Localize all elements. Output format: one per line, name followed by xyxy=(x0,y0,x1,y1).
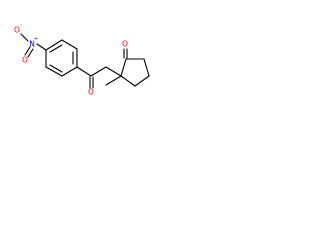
molecule-structure-diagram: O - N + O O O xyxy=(14,22,150,97)
bond-ring-1 xyxy=(45,39,63,51)
bond-carbonyl-ch2 xyxy=(90,66,107,77)
bond-ring-5 xyxy=(45,66,63,77)
bond-cp-5 xyxy=(120,75,136,87)
bond-ring-4 xyxy=(61,66,78,77)
atom-o-nitro-double: O xyxy=(22,56,28,65)
bond-n-o-double-b xyxy=(27,48,34,58)
atom-o-ring-ketone: O xyxy=(122,40,128,49)
bond-ring-2 xyxy=(61,39,78,50)
atom-n-nitro: N xyxy=(29,40,35,49)
bond-n-o-double-a xyxy=(24,46,31,56)
atom-o-nitro-minus: O xyxy=(14,26,20,35)
bond-n-ring xyxy=(36,43,47,51)
bond-ring-carbonyl xyxy=(76,66,92,77)
bond-cp-3 xyxy=(143,58,150,77)
charge-plus: + xyxy=(34,36,38,42)
charge-minus: - xyxy=(20,22,22,28)
bond-methyl xyxy=(105,75,122,86)
bond-ch2-quaternary xyxy=(105,66,122,77)
bond-n-o-minus xyxy=(20,33,29,42)
bond-ring-inner-1 xyxy=(49,44,63,53)
bond-cp-1 xyxy=(120,58,127,77)
bond-ring-inner-3 xyxy=(49,64,63,73)
atom-o-ketone: O xyxy=(88,88,94,97)
bond-cp-4 xyxy=(134,75,150,87)
